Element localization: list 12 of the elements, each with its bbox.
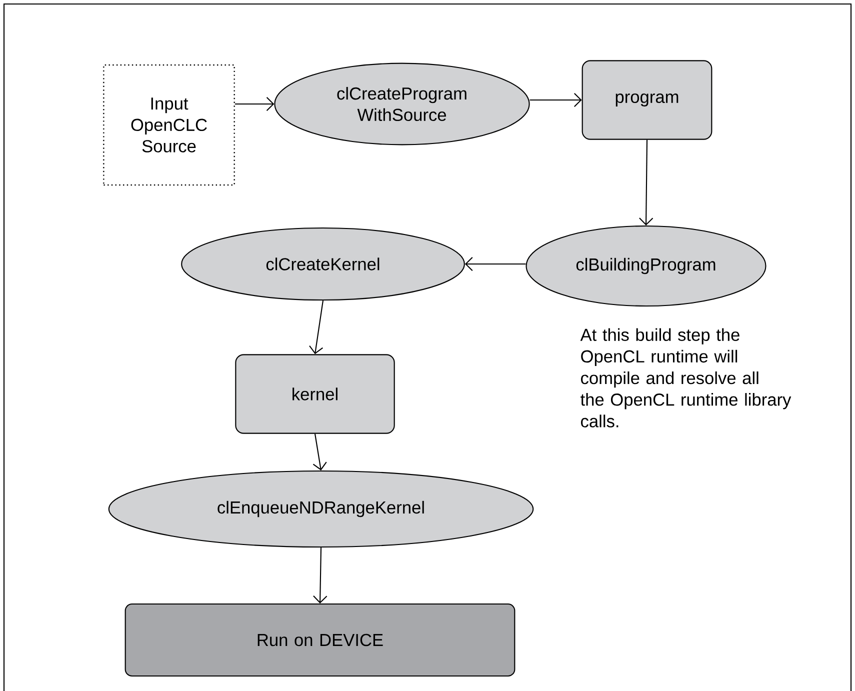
arrow	[234, 96, 274, 112]
arrow	[464, 256, 526, 272]
arrow	[309, 300, 324, 354]
data-box: program	[582, 60, 712, 140]
arrow	[313, 548, 328, 604]
source-box: Input OpenCLC Source	[103, 64, 235, 186]
note-text: At this build step the OpenCL runtime will compile and resolve all the OpenCL runtime library calls.	[580, 328, 792, 428]
arrow	[530, 92, 582, 108]
arrow	[639, 140, 654, 226]
device-box: Run on DEVICE	[124, 603, 516, 677]
data-box: kernel	[235, 354, 395, 434]
arrow	[312, 434, 327, 470]
